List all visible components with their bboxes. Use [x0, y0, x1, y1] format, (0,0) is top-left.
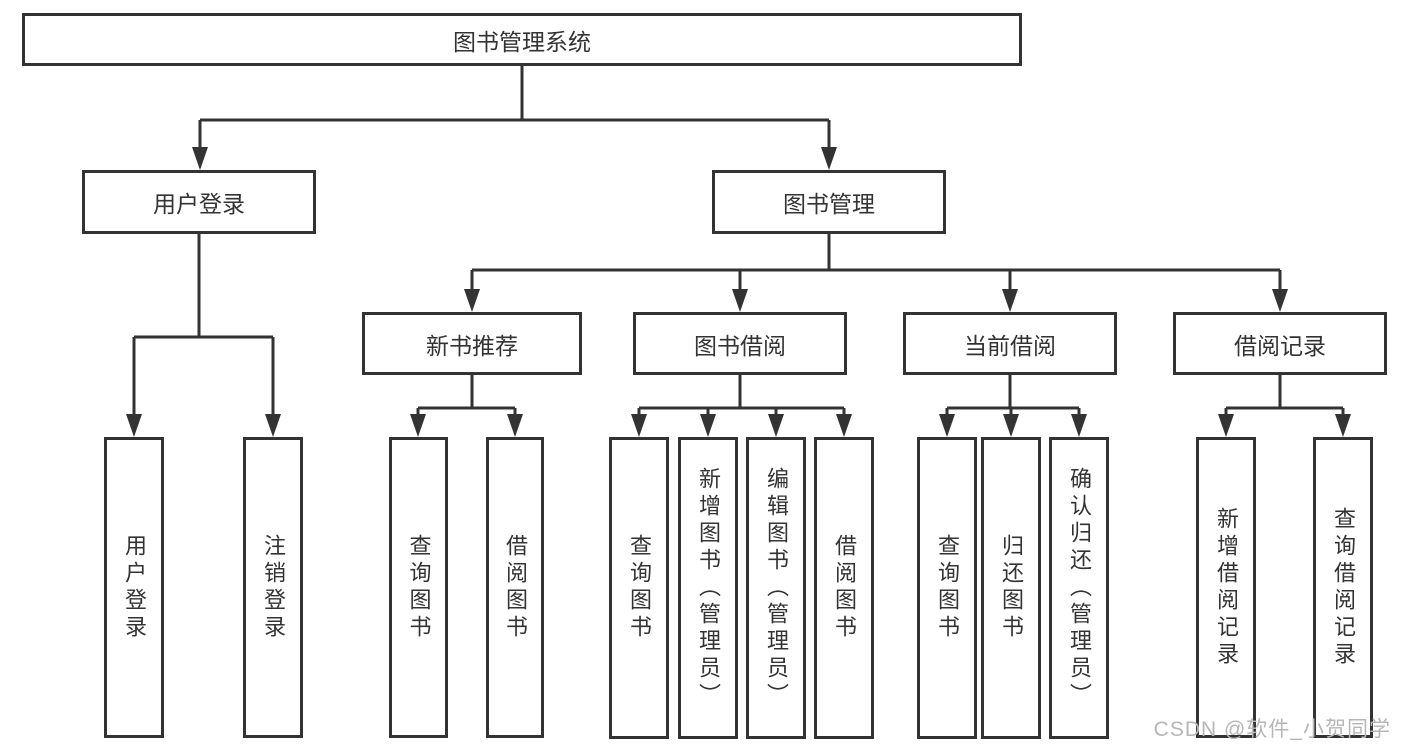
leaf-query-book-3: 查询图书: [917, 437, 977, 739]
leaf-return-book: 归还图书: [981, 437, 1041, 739]
leaf-query-borrow-record: 查询借阅记录: [1313, 437, 1373, 738]
leaf-add-book-admin: 新增图书（管理员）: [678, 437, 738, 739]
leaf-confirm-return-admin: 确认归还（管理员）: [1049, 437, 1109, 739]
leaf-borrow-book-2: 借阅图书: [814, 437, 874, 739]
node-current-borrow: 当前借阅: [903, 312, 1117, 375]
arrowheads: [126, 147, 1351, 437]
leaf-user-login: 用户登录: [104, 437, 164, 738]
node-new-book-recommend: 新书推荐: [362, 312, 582, 375]
leaf-add-borrow-record: 新增借阅记录: [1196, 437, 1256, 738]
node-root-system: 图书管理系统: [22, 13, 1022, 66]
node-user-login: 用户登录: [82, 170, 316, 234]
leaf-query-book-1: 查询图书: [389, 437, 448, 738]
csdn-watermark: CSDN @软件_小贺同学: [1153, 718, 1391, 741]
node-book-borrow: 图书借阅: [633, 312, 847, 375]
leaf-logout: 注销登录: [243, 437, 303, 738]
leaf-query-book-2: 查询图书: [609, 437, 669, 739]
node-book-management: 图书管理: [712, 170, 946, 234]
leaf-edit-book-admin: 编辑图书（管理员）: [746, 437, 806, 739]
leaf-borrow-book-1: 借阅图书: [486, 437, 544, 738]
node-borrow-record: 借阅记录: [1173, 312, 1387, 375]
